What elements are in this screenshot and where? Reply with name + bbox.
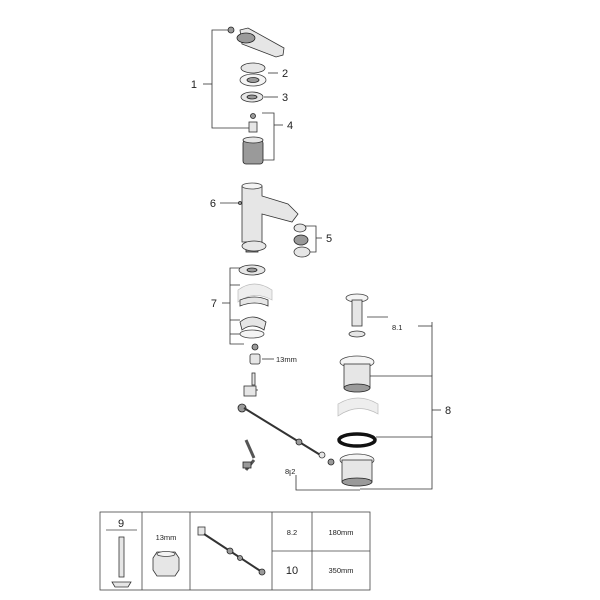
callout-1: 1 bbox=[191, 79, 197, 91]
grub-screw bbox=[227, 26, 235, 34]
lever-handle bbox=[227, 26, 285, 58]
threaded-rod bbox=[251, 372, 256, 386]
clamp-plate bbox=[239, 316, 267, 331]
legend-nut-size: 13mm bbox=[156, 533, 177, 542]
aerator-5 bbox=[293, 223, 311, 258]
waste-o-ring bbox=[337, 432, 377, 448]
waste-gasket-ghost bbox=[337, 397, 379, 417]
cartridge-top bbox=[242, 136, 264, 144]
legend-length-350: 350mm bbox=[328, 566, 353, 575]
hex-nut-top bbox=[156, 551, 176, 557]
plug-stem bbox=[351, 299, 363, 327]
hose-a bbox=[244, 439, 256, 459]
wrench-tool-icon bbox=[111, 536, 132, 588]
base-seal bbox=[241, 240, 267, 252]
wrench-shaft bbox=[118, 536, 125, 578]
cap-ring-hole bbox=[246, 77, 260, 83]
leader-4-bracket bbox=[262, 112, 275, 161]
callout-8-2: 8.2 bbox=[285, 467, 295, 476]
callout-6: 6 bbox=[210, 198, 216, 210]
kit-nut-b bbox=[258, 568, 266, 576]
legend-item-10: 10 bbox=[286, 565, 298, 577]
pull-rod-bar bbox=[243, 407, 323, 457]
waste-nut-bottom bbox=[341, 477, 373, 487]
tap-body-pin bbox=[238, 201, 242, 205]
tap-body-shape bbox=[241, 185, 299, 243]
cartridge-screw bbox=[250, 113, 256, 119]
nut-3 bbox=[240, 91, 264, 103]
hex-nut-shape bbox=[152, 551, 180, 577]
leader-8-bracket bbox=[360, 375, 433, 490]
rod-end-nut bbox=[327, 458, 335, 466]
leader-8-2 bbox=[295, 475, 360, 491]
popup-waste-8 bbox=[337, 293, 379, 487]
rod-pivot bbox=[237, 403, 247, 413]
legend-length-180: 180mm bbox=[328, 528, 353, 537]
cartridge-spindle bbox=[248, 121, 258, 133]
kit-nut-a bbox=[237, 555, 243, 561]
pull-rod bbox=[237, 385, 335, 466]
kit-bracket bbox=[197, 526, 206, 536]
lever-hub bbox=[236, 32, 256, 44]
leader-lines bbox=[203, 29, 441, 491]
callout-7: 7 bbox=[211, 298, 217, 310]
leader-7-bracket bbox=[229, 267, 244, 345]
legend-item-9: 9 bbox=[118, 518, 124, 530]
legend-item-8-2: 8.2 bbox=[287, 528, 297, 537]
leader-1-bracket bbox=[211, 29, 250, 129]
mounting-set-7 bbox=[237, 240, 273, 386]
callout-5: 5 bbox=[326, 233, 332, 245]
aerator-cap bbox=[293, 223, 307, 233]
cartridge-body bbox=[242, 139, 264, 165]
kit-rod bbox=[203, 533, 263, 573]
callout-labels: 1 2 3 4 5 6 7 8 8.1 8.2 13mm bbox=[191, 68, 451, 476]
cap-ring-2 bbox=[239, 62, 267, 87]
flexible-hoses bbox=[242, 439, 256, 471]
callout-4: 4 bbox=[287, 120, 293, 132]
dimension-13mm: 13mm bbox=[276, 355, 297, 364]
lower-washer bbox=[239, 329, 265, 339]
washer-top-hole bbox=[246, 267, 258, 273]
nut-hole bbox=[246, 94, 258, 100]
small-nut bbox=[251, 343, 259, 351]
waste-body-bottom bbox=[343, 383, 371, 393]
callout-8-1: 8.1 bbox=[392, 323, 402, 332]
callout-3: 3 bbox=[282, 92, 288, 104]
cartridge-4 bbox=[242, 113, 264, 165]
legend-table: 9 13mm 8.2 180mm 10 350mm bbox=[99, 511, 371, 591]
rod-end bbox=[318, 451, 326, 459]
horseshoe-washer bbox=[239, 296, 269, 307]
callout-2: 2 bbox=[282, 68, 288, 80]
wrench-head bbox=[111, 581, 132, 588]
plug-seal bbox=[348, 330, 366, 338]
hex-nut-icon bbox=[152, 551, 180, 577]
hex-nut-13mm bbox=[249, 353, 261, 365]
aerator-insert bbox=[293, 234, 309, 246]
leader-5-bracket bbox=[305, 225, 317, 253]
cap-ring-top bbox=[240, 62, 266, 74]
rod-clip bbox=[295, 438, 303, 446]
aerator-housing bbox=[293, 246, 311, 258]
tap-body-top bbox=[241, 182, 263, 190]
rod-bracket bbox=[243, 385, 257, 397]
kit-clip bbox=[226, 547, 234, 555]
pull-rod-kit-icon bbox=[197, 526, 266, 576]
hose-fitting bbox=[242, 461, 252, 469]
callout-8: 8 bbox=[445, 405, 451, 417]
